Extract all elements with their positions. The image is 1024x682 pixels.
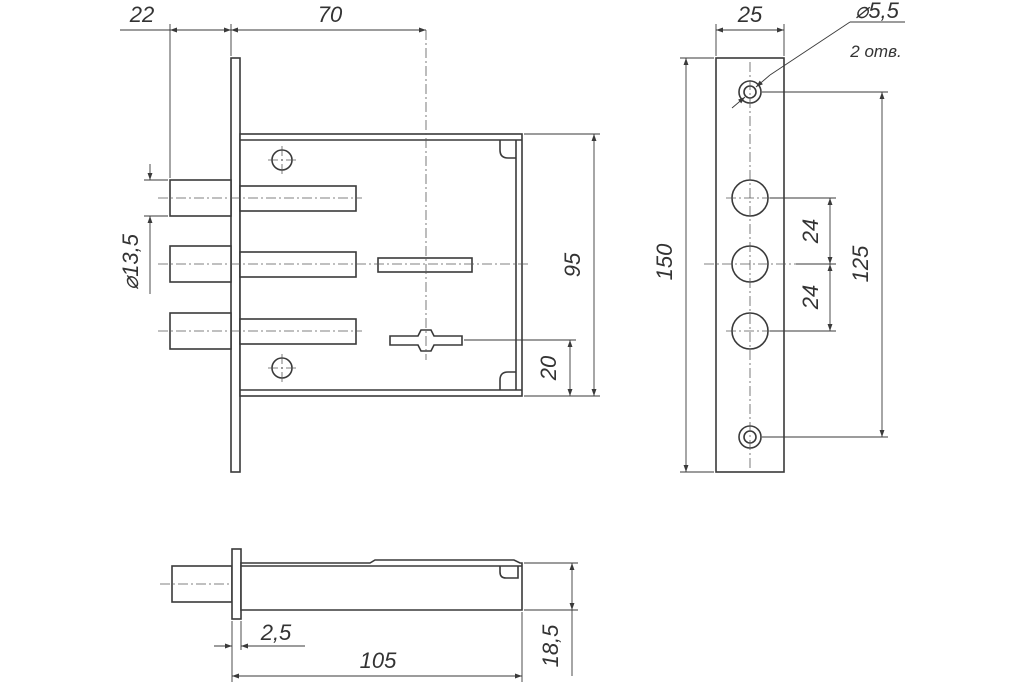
dim-label-plate-thickness: 2,5 xyxy=(260,620,292,645)
dim-label-backset: 22 xyxy=(129,2,154,27)
top-view-dimensions: 2,5 105 18,5 xyxy=(214,562,578,682)
dim-label-case-thickness: 18,5 xyxy=(538,624,563,668)
dim-label-faceplate-height: 150 xyxy=(652,243,677,280)
dim-label-faceplate-width: 25 xyxy=(737,2,763,27)
top-faceplate xyxy=(231,548,242,620)
dim-label-hole-spacing: 125 xyxy=(848,245,873,282)
top-corner-tab xyxy=(499,566,519,579)
front-view xyxy=(158,30,530,473)
side-view xyxy=(704,57,796,473)
dim-label-depth: 105 xyxy=(360,648,397,673)
bolt-bar-3 xyxy=(239,318,357,345)
dim-label-hole-diameter: ⌀5,5 xyxy=(855,0,900,23)
dim-label-key-offset: 20 xyxy=(536,355,561,381)
dim-label-height: 95 xyxy=(560,252,585,277)
note-hole-count: 2 отв. xyxy=(849,42,901,61)
bolt-bar-2 xyxy=(239,251,357,278)
front-faceplate xyxy=(230,57,241,473)
case-corner-tab-bottom xyxy=(499,371,516,390)
cylinder-slot xyxy=(377,257,473,273)
dim-label-width: 70 xyxy=(318,2,343,27)
bolt-bar-1 xyxy=(239,185,357,212)
top-lock-case xyxy=(240,559,523,611)
top-view xyxy=(160,548,523,620)
front-view-dimensions: 22 70 ⌀13,5 95 20 xyxy=(118,2,600,397)
case-corner-tab-top xyxy=(499,140,516,159)
dim-label-bolt-spacing-upper: 24 xyxy=(798,219,823,244)
dim-label-bolt-spacing-lower: 24 xyxy=(798,285,823,310)
side-view-dimensions: 25 ⌀5,5 2 отв. 150 125 24 24 xyxy=(652,0,905,473)
dim-label-bolt-diameter: ⌀13,5 xyxy=(118,233,143,290)
